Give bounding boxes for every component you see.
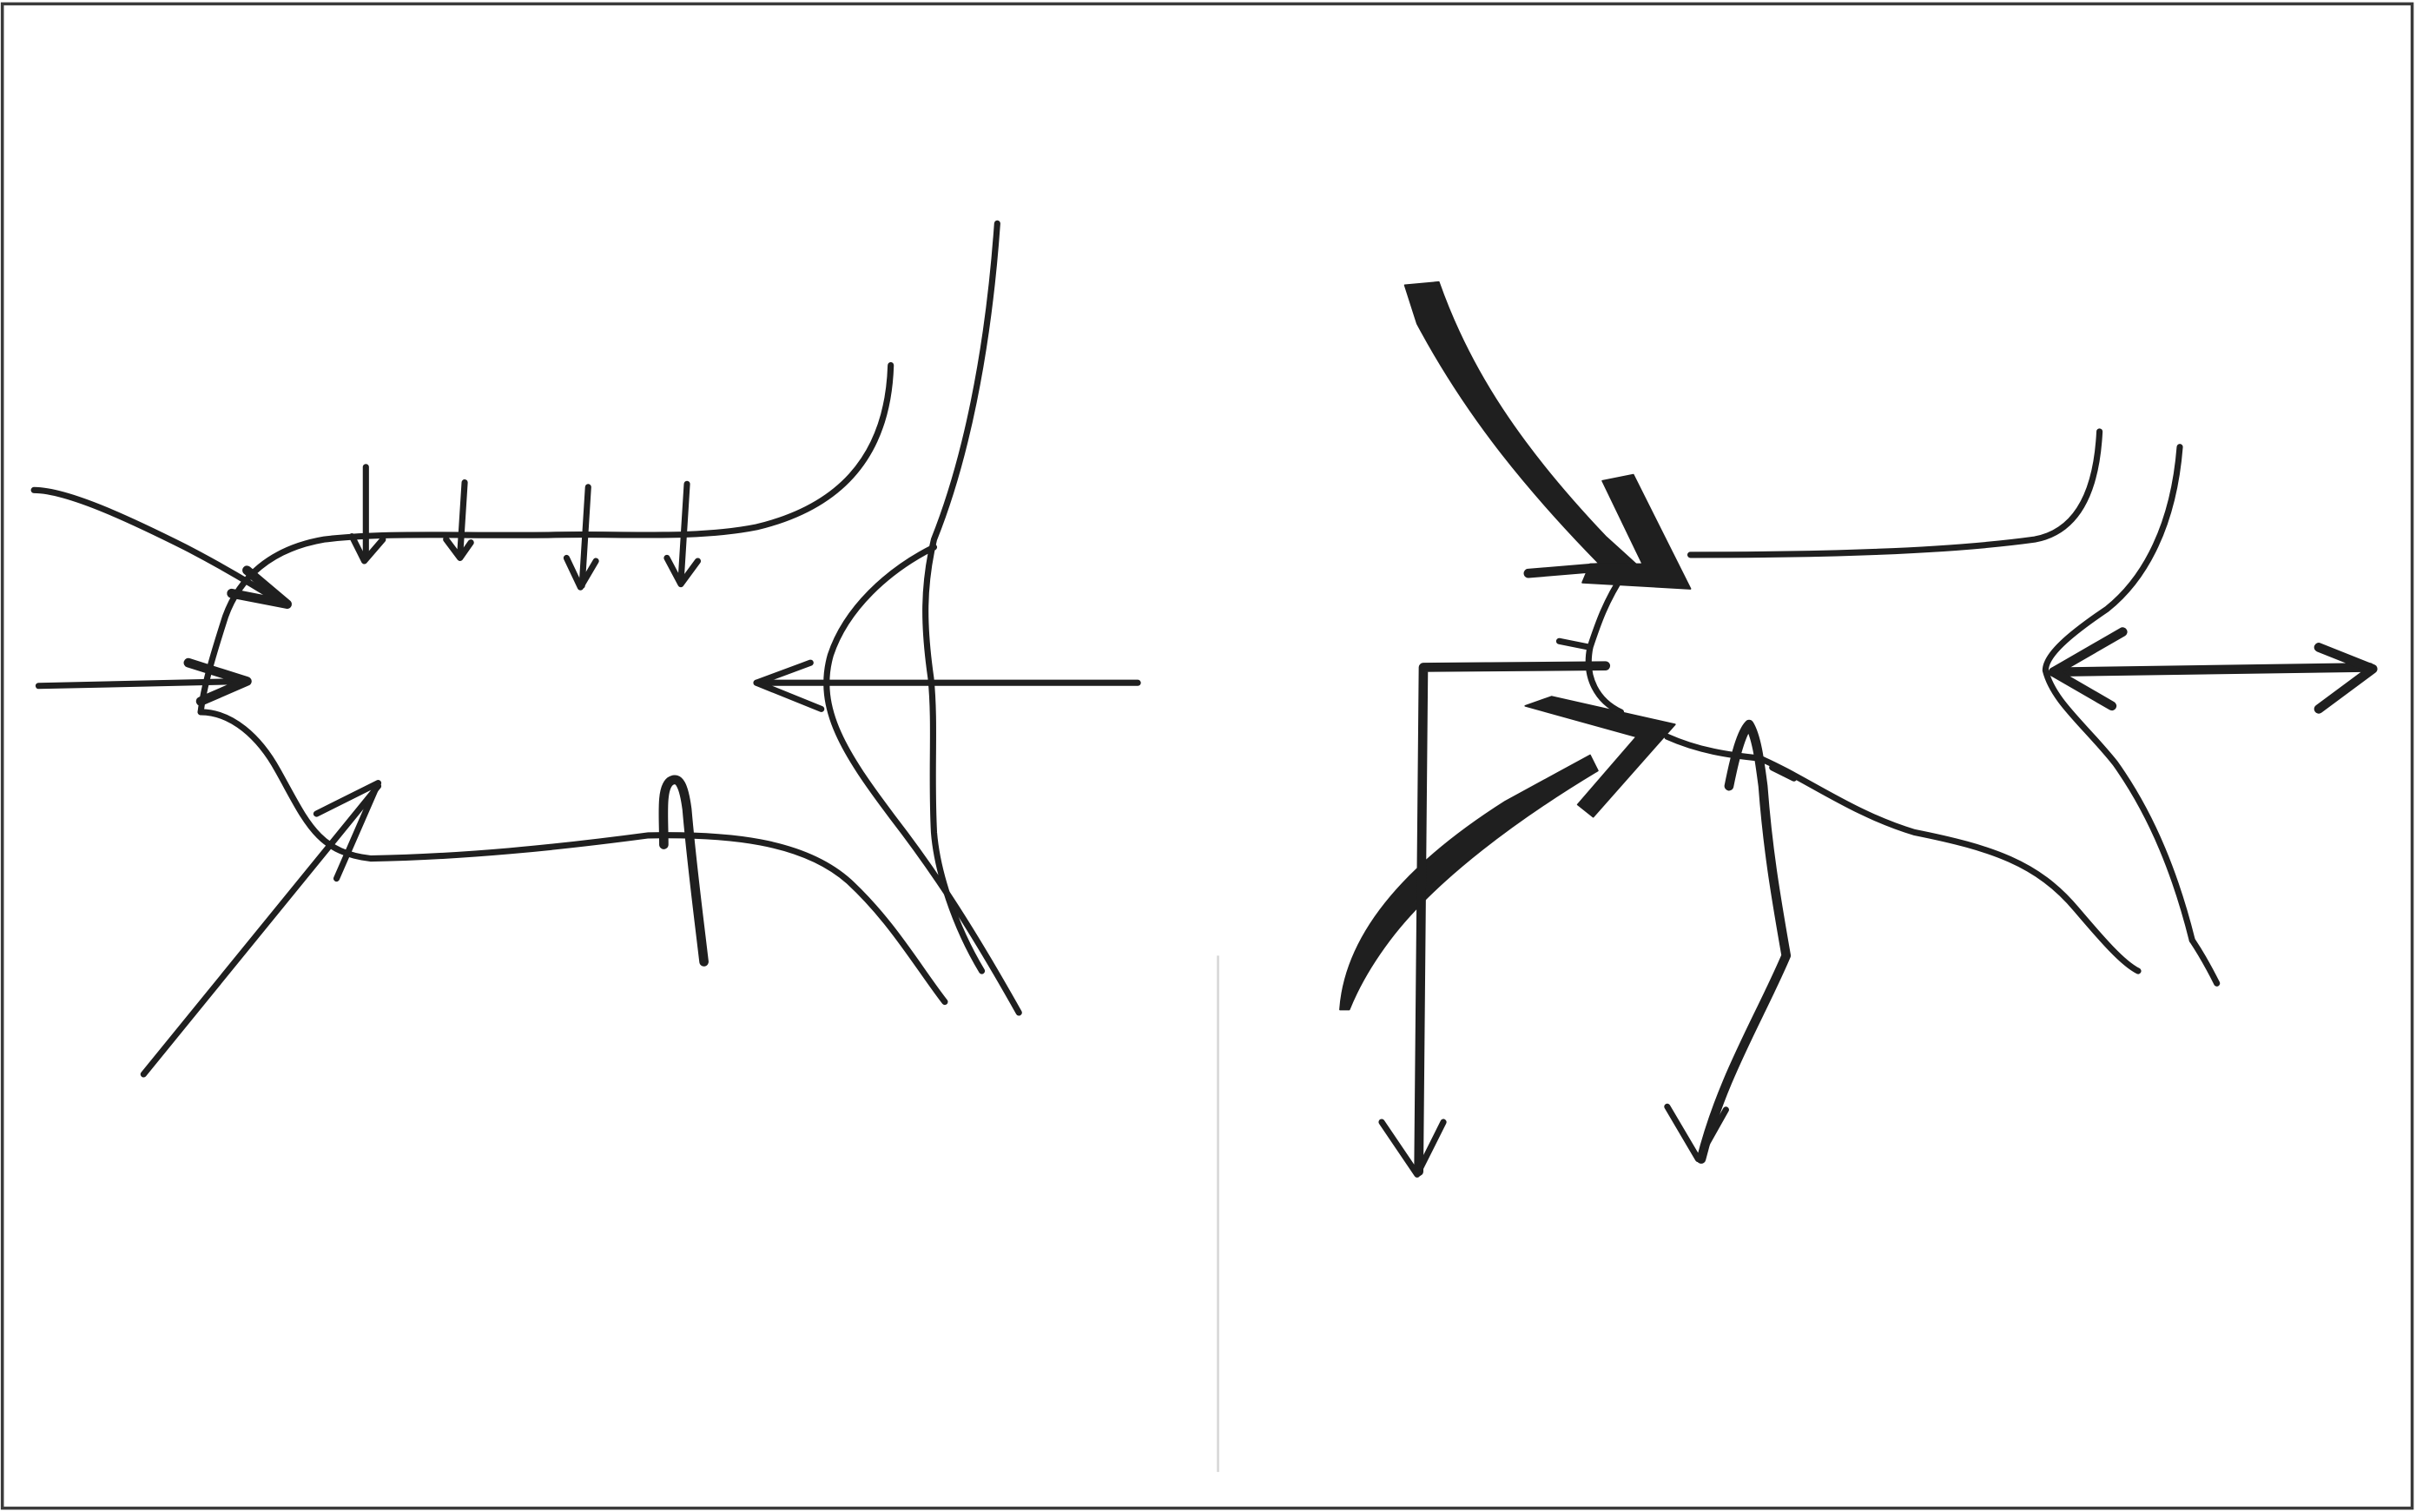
left-outer-curve (926, 223, 998, 971)
right-gap-tick-mid (1559, 641, 1590, 647)
left-channel-upper-wall (201, 366, 891, 712)
right-arrow-heavy-top (1405, 282, 1691, 589)
right-outer-curve-outer (2192, 941, 2216, 984)
right-arrow-heavy-bottom (1340, 697, 1675, 1009)
right-arrow-double (2053, 632, 2373, 710)
left-down-arrow-2 (446, 482, 471, 558)
right-channel-upper-wall (1691, 432, 2100, 555)
left-arrow-from-right (756, 663, 1138, 709)
right-arrow-down-mid (1667, 724, 1794, 1159)
left-panel (34, 223, 1138, 1074)
right-arrow-down-left (1382, 666, 1606, 1175)
left-arrow-top-left (34, 490, 287, 604)
left-hook-arrow (663, 780, 704, 962)
right-channel-lower-wall (1667, 736, 2138, 971)
left-arrow-inflow (38, 663, 247, 701)
left-down-arrow-1 (352, 467, 383, 561)
left-channel-lower-wall (201, 712, 945, 1002)
right-gap-wall (1588, 573, 1624, 712)
left-arrow-diagonal (143, 783, 378, 1074)
right-panel (1340, 282, 2373, 1175)
page-frame (3, 3, 2413, 1508)
